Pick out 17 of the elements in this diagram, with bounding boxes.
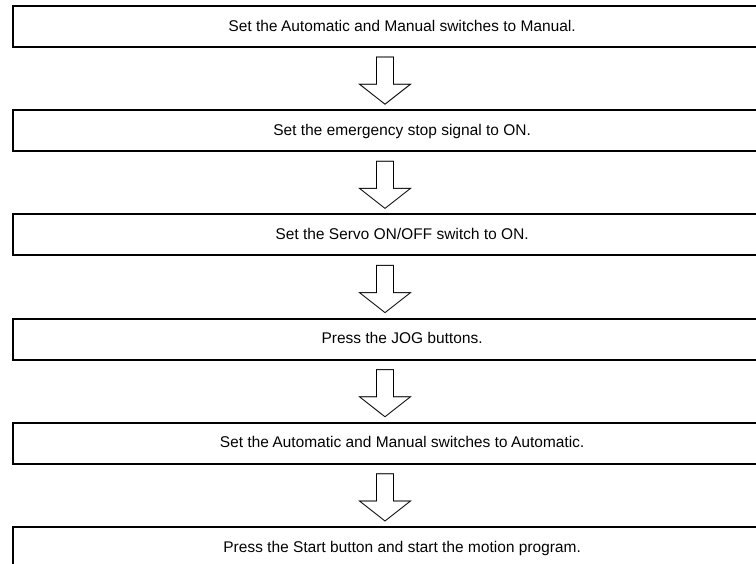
step-box: [12, 526, 756, 564]
block-arrow: [358, 264, 412, 314]
block-arrow: [358, 473, 412, 522]
step-text: Press the JOG buttons.: [321, 330, 483, 348]
step-box: [12, 422, 756, 465]
step-box: [12, 109, 756, 152]
step-text: Set the Servo ON/OFF switch to ON.: [275, 226, 529, 244]
block-arrow: [358, 160, 412, 210]
step-box: [12, 213, 756, 256]
step-text: Set the Automatic and Manual switches to Manual.: [228, 18, 576, 36]
step-text: Set the Automatic and Manual switches to Automatic.: [220, 434, 584, 452]
block-arrow: [358, 369, 412, 418]
step-text: Press the Start button and start the motion program.: [223, 538, 581, 556]
step-text: Set the emergency stop signal to ON.: [273, 122, 531, 140]
step-box: [12, 5, 756, 48]
step-box: [12, 318, 756, 361]
block-arrow: [358, 56, 412, 105]
